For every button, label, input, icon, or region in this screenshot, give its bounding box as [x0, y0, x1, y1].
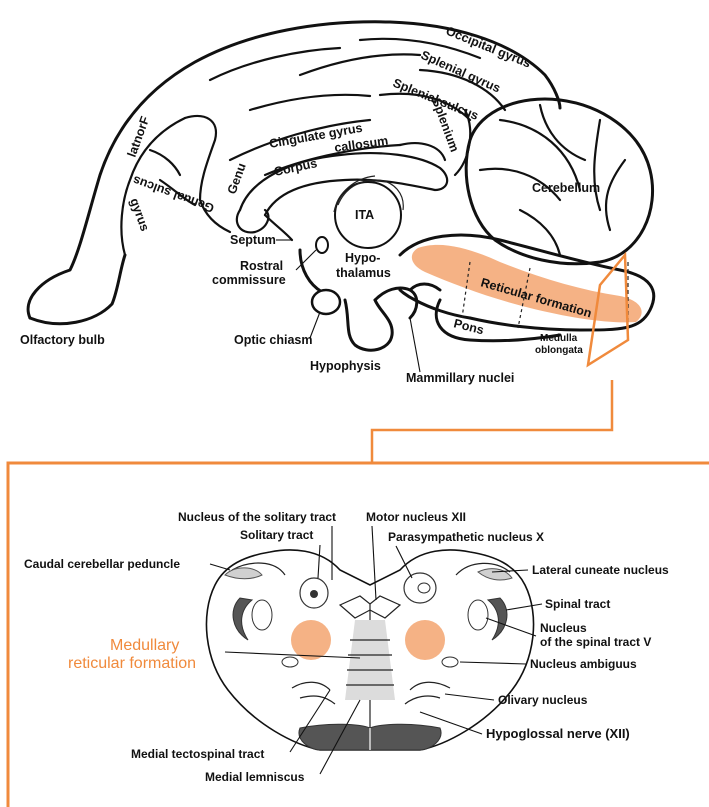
- label-hypo: Hypo-: [345, 251, 380, 265]
- label-commissure: commissure: [212, 273, 286, 287]
- label-nucleus-spinal-tract-v-2: of the spinal tract V: [540, 635, 651, 649]
- label-hypophysis: Hypophysis: [310, 359, 381, 373]
- label-nucleus-spinal-tract-v-1: Nucleus: [540, 621, 587, 635]
- label-ita: ITA: [355, 208, 374, 222]
- label-olfactory-bulb: Olfactory bulb: [20, 333, 105, 347]
- label-medial-tectospinal-tract: Medial tectospinal tract: [131, 747, 264, 761]
- label-nucleus-ambiguus: Nucleus ambiguus: [530, 657, 637, 671]
- label-solitary-tract: Solitary tract: [240, 528, 313, 542]
- optic-chiasm-shape: [312, 290, 340, 314]
- label-rostral: Rostral: [240, 259, 283, 273]
- label-gyrus-letters: gyrus: [127, 196, 152, 233]
- label-medulla: Medulla: [540, 333, 578, 344]
- label-mammillary-nuclei: Mammillary nuclei: [406, 371, 514, 385]
- medulla-section-panel: Nucleus of the solitary tract Solitary t…: [8, 463, 709, 807]
- label-thalamus: thalamus: [336, 266, 391, 280]
- label-medial-lemniscus: Medial lemniscus: [205, 770, 305, 784]
- hypophysis-shape: [345, 300, 392, 350]
- reticular-formation-left: [291, 620, 331, 660]
- reticular-formation-right: [405, 620, 445, 660]
- label-cerebellum: Cerebellum: [532, 181, 600, 195]
- label-corpus: Corpus: [273, 156, 319, 179]
- label-olivary-nucleus: Olivary nucleus: [498, 693, 588, 707]
- label-medullary-reticular-formation-1: Medullary: [110, 637, 179, 654]
- label-parasympathetic-nucleus-x: Parasympathetic nucleus X: [388, 530, 544, 544]
- label-lateral-cuneate-nucleus: Lateral cuneate nucleus: [532, 563, 669, 577]
- label-septum: Septum: [230, 233, 276, 247]
- label-caudal-cerebellar-peduncle: Caudal cerebellar peduncle: [24, 557, 180, 571]
- label-optic-chiasm: Optic chiasm: [234, 333, 313, 347]
- label-hypoglossal-nerve: Hypoglossal nerve (XII): [486, 726, 630, 741]
- label-medullary-reticular-formation-2: reticular formation: [68, 655, 196, 672]
- label-spinal-tract: Spinal tract: [545, 597, 610, 611]
- label-genu: Genu: [225, 161, 249, 196]
- label-motor-nucleus-xii: Motor nucleus XII: [366, 510, 466, 524]
- olfactory-bulb-shape: [30, 255, 125, 324]
- label-oblongata: oblongata: [535, 345, 583, 356]
- label-nucleus-solitary-tract: Nucleus of the solitary tract: [178, 510, 336, 524]
- section-leader: [372, 380, 612, 463]
- brain-sagittal-view: Occipital gyrus Splenial gyrus Splenial …: [20, 22, 654, 463]
